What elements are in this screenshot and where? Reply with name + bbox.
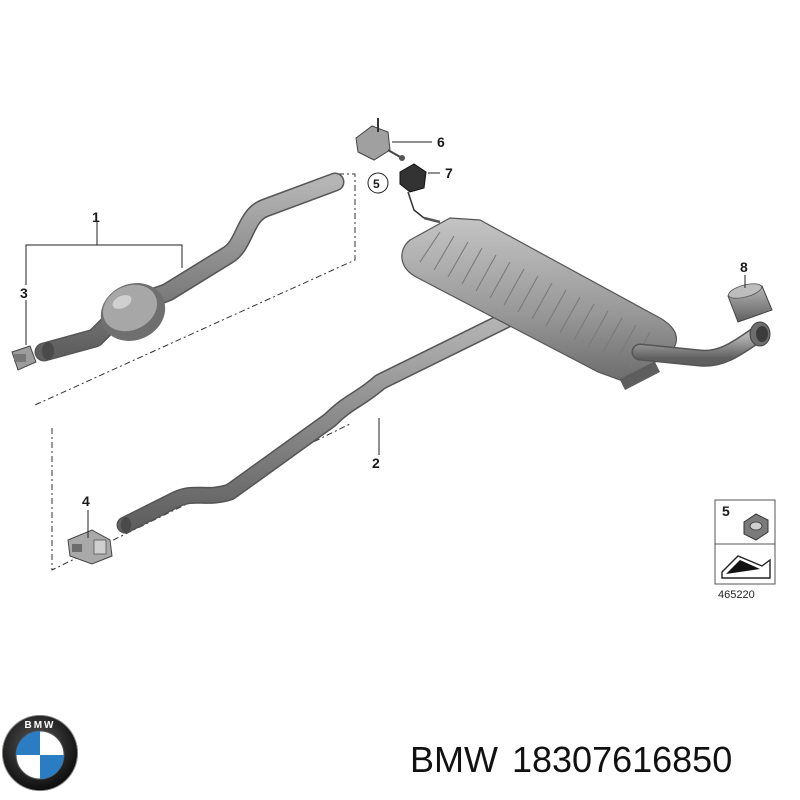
front-pipe-catalytic-converter[interactable] [34, 172, 345, 362]
callout-6: 6 [437, 134, 445, 150]
bmw-logo-letters: BMW [25, 720, 56, 731]
callout-5-circle: 5 [367, 172, 389, 194]
callout-1: 1 [92, 209, 100, 225]
callout-8: 8 [740, 259, 748, 275]
center-pipe[interactable] [116, 309, 519, 534]
caption-part-number: 18307616850 [511, 739, 733, 780]
assembly-boundary [34, 173, 356, 571]
rubber-mount[interactable] [399, 163, 441, 224]
callout-3: 3 [20, 285, 28, 301]
callout-4: 4 [82, 493, 90, 509]
rear-clamp[interactable] [67, 529, 113, 565]
front-pipe-inlet [42, 342, 54, 360]
callout-2: 2 [372, 455, 380, 471]
front-clamp[interactable] [11, 345, 37, 371]
leader-lines [25, 141, 746, 538]
rear-muffler[interactable] [401, 217, 678, 390]
catalytic-converter [100, 283, 166, 341]
nut-icon [743, 513, 769, 541]
muffler-ribs [419, 231, 651, 369]
diagram-reference-number: 465220 [718, 589, 755, 601]
svg-text:5: 5 [373, 177, 380, 191]
tailpipe-trim[interactable] [727, 281, 773, 323]
legend-callout-5: 5 [722, 503, 730, 519]
part-caption: BMW 18307616850 [410, 736, 790, 784]
bmw-logo: BMW [2, 715, 78, 791]
hanger-bracket[interactable] [355, 118, 405, 161]
tailpipe[interactable] [631, 321, 771, 367]
callout-7: 7 [445, 165, 453, 181]
direction-arrow-icon [721, 555, 771, 579]
legend-box: 5 465220 [714, 499, 776, 601]
caption-brand: BMW [410, 739, 498, 780]
